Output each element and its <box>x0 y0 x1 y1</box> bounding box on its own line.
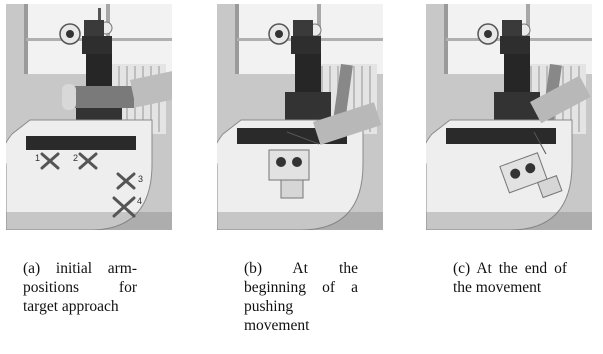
photo-pushing-start <box>217 4 383 230</box>
robot-photo-c <box>426 4 592 230</box>
marker-label: 3 <box>138 174 143 184</box>
photo-initial-arm-positions: 1 2 3 4 <box>6 4 172 230</box>
marker-label: 2 <box>73 153 78 163</box>
caption-b: (b) At the beginning of a pushing moveme… <box>244 260 358 334</box>
caption-a: (a) initial arm-positions for target app… <box>23 260 137 315</box>
robot-photo-a: 1 2 3 4 <box>6 4 172 230</box>
marker-label: 1 <box>35 153 40 163</box>
photo-movement-end <box>426 4 592 230</box>
robot-photo-b <box>217 4 383 230</box>
marker-label: 4 <box>137 196 142 206</box>
caption-c: (c) At the end of the movement <box>453 260 567 296</box>
